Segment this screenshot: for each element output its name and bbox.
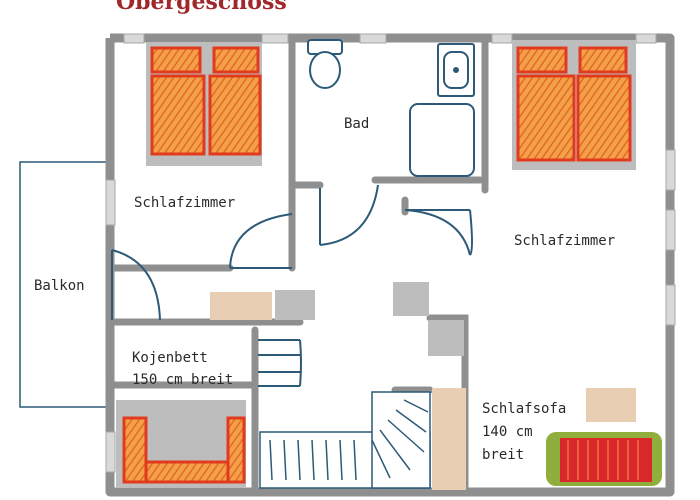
- bunk-bed-label-line1: Kojenbett: [132, 350, 208, 366]
- sofa-bed-label-line3: breit: [482, 447, 524, 463]
- interior-walls: [108, 36, 489, 494]
- storage-blocks: [210, 282, 636, 490]
- double-bed-left: [146, 42, 262, 166]
- double-bed-right: [512, 40, 636, 170]
- bunk-bed-label-line2: 150 cm breit: [132, 372, 233, 388]
- bunk-bed: [116, 400, 246, 488]
- toilet-icon: [307, 39, 343, 89]
- plan-title: Obergeschoss: [116, 0, 287, 15]
- windows: [105, 33, 676, 473]
- sofa-bed-label-line1: Schlafsofa: [482, 401, 566, 417]
- sink-icon: [437, 43, 475, 97]
- shower-icon: [409, 103, 475, 177]
- staircase: [259, 391, 431, 489]
- sofa-bed-label-line2: 140 cm: [482, 424, 533, 440]
- doors: [111, 184, 473, 387]
- room-label-bedroom-left: Schlafzimmer: [134, 195, 235, 211]
- room-label-bedroom-right: Schlafzimmer: [514, 233, 615, 249]
- room-label-balcony: Balkon: [34, 278, 85, 294]
- room-label-bathroom: Bad: [344, 116, 369, 132]
- sofa-bed: [546, 432, 662, 486]
